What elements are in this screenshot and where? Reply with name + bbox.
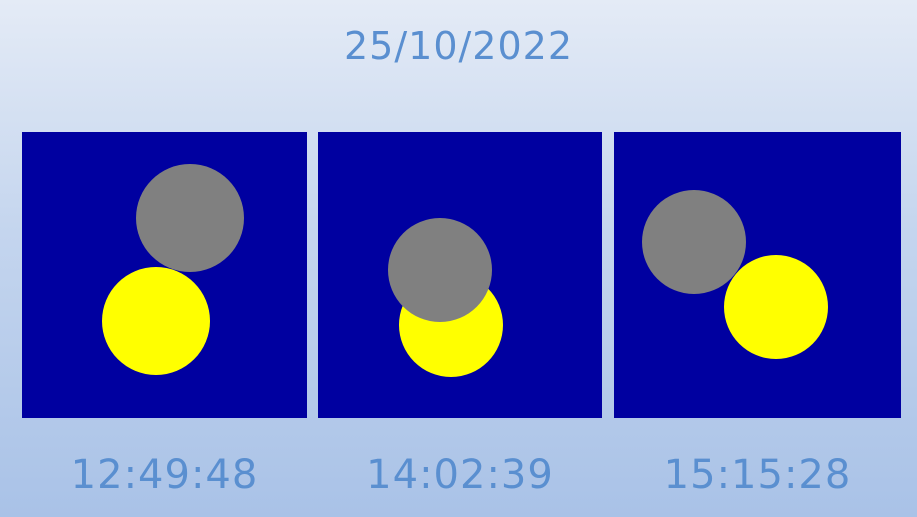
date-label: 25/10/2022 — [0, 24, 917, 68]
sun-disc — [102, 267, 210, 375]
moon-disc — [388, 218, 492, 322]
time-label-1: 12:49:48 — [22, 452, 307, 498]
eclipse-frame-3 — [614, 132, 901, 418]
time-label-3: 15:15:28 — [614, 452, 901, 498]
moon-disc — [136, 164, 244, 272]
eclipse-frame-1 — [22, 132, 307, 418]
eclipse-frame-2 — [318, 132, 602, 418]
sun-disc — [724, 255, 828, 359]
moon-disc — [642, 190, 746, 294]
time-label-2: 14:02:39 — [318, 452, 602, 498]
